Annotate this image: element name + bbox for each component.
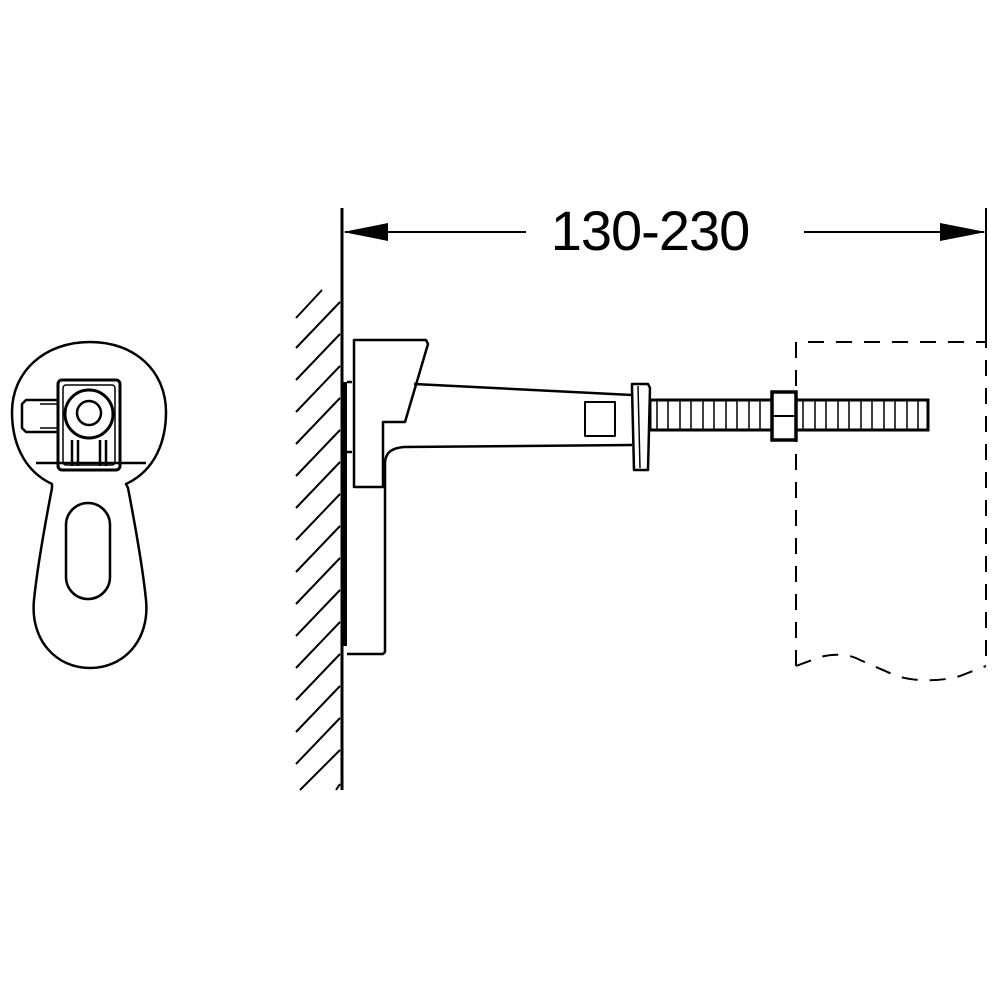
dimension-label: 130-230 [550, 199, 751, 262]
bracket-side-profile [343, 338, 633, 656]
nut [770, 390, 798, 442]
mounted-element-outline [795, 341, 987, 682]
flange [630, 382, 652, 472]
front-view-bracket [10, 340, 168, 670]
arrow-left-icon [343, 223, 388, 241]
arrow-right-icon [940, 223, 986, 241]
wall [295, 208, 344, 791]
dimension-annotation [343, 208, 987, 344]
